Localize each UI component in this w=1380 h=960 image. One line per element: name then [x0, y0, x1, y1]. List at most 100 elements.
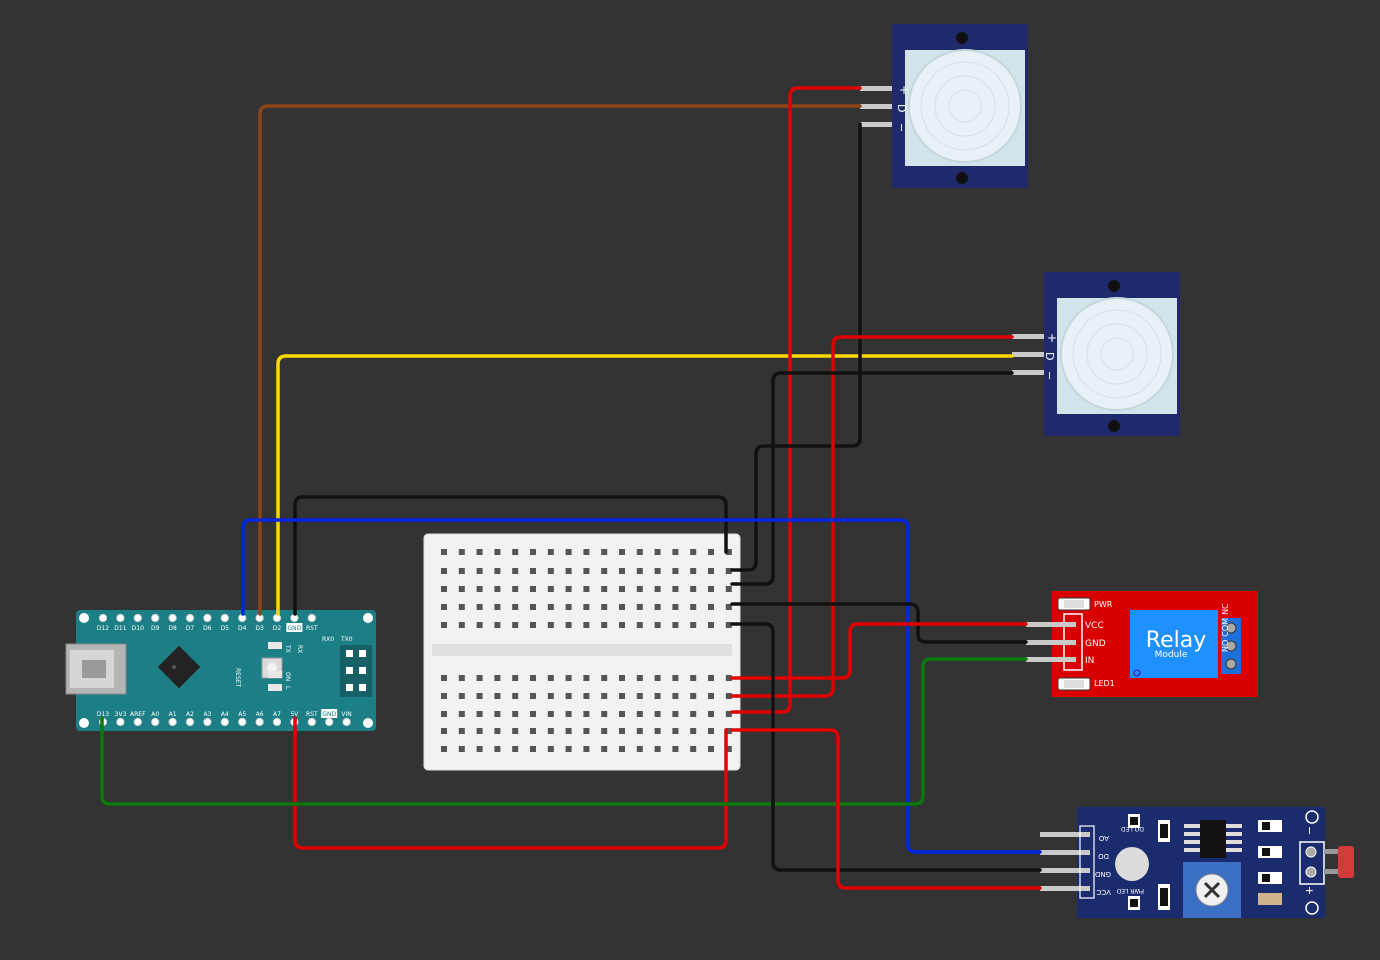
breadboard-hole[interactable]	[441, 549, 447, 555]
breadboard-hole[interactable]	[636, 675, 643, 681]
breadboard-hole[interactable]	[654, 622, 661, 628]
breadboard-hole[interactable]	[636, 622, 643, 628]
nano-pin-aref[interactable]	[133, 717, 142, 727]
breadboard-hole[interactable]	[672, 549, 679, 555]
breadboard-hole[interactable]	[690, 693, 697, 699]
breadboard-hole[interactable]	[583, 622, 590, 628]
light-sensor-pin-vcc[interactable]	[1040, 886, 1090, 891]
breadboard-hole[interactable]	[476, 622, 483, 628]
terminal-screw-no[interactable]	[1225, 622, 1237, 634]
breadboard-hole[interactable]	[654, 568, 661, 574]
breadboard-hole[interactable]	[530, 622, 536, 628]
breadboard-hole[interactable]	[458, 622, 465, 628]
nano-pin-a1[interactable]	[168, 717, 177, 727]
breadboard-hole[interactable]	[583, 746, 590, 752]
breadboard-hole[interactable]	[654, 693, 661, 699]
wire-red-pir2-vcc[interactable]	[730, 335, 1014, 698]
breadboard-hole[interactable]	[458, 728, 465, 734]
pir-sensor-1-pin-data[interactable]	[860, 104, 892, 109]
wire-red-light-vcc[interactable]	[730, 728, 1042, 890]
wire-red-5v-to-rail[interactable]	[293, 716, 728, 850]
nano-pin-a0[interactable]	[151, 717, 160, 727]
breadboard-hole[interactable]	[476, 568, 483, 574]
wires[interactable]	[100, 86, 1042, 890]
breadboard-hole[interactable]	[530, 746, 536, 752]
breadboard-hole[interactable]	[672, 675, 679, 681]
relay-pin-in[interactable]	[1026, 657, 1076, 662]
terminal-screw-com[interactable]	[1225, 640, 1237, 652]
breadboard-hole[interactable]	[565, 604, 572, 610]
nano-pin-d11[interactable]	[116, 613, 125, 623]
breadboard-hole[interactable]	[458, 711, 465, 717]
nano-pin-a6[interactable]	[255, 717, 264, 727]
breadboard-hole[interactable]	[530, 568, 536, 574]
wire-black-light-gnd[interactable]	[730, 622, 1042, 872]
pir-sensor-2-pin-gnd[interactable]	[1012, 370, 1044, 375]
breadboard-hole[interactable]	[601, 746, 608, 752]
breadboard-hole[interactable]	[636, 693, 643, 699]
breadboard-hole[interactable]	[690, 746, 697, 752]
breadboard-hole[interactable]	[458, 586, 465, 592]
breadboard-hole[interactable]	[583, 728, 590, 734]
nano-pin-3v3[interactable]	[116, 717, 125, 727]
breadboard-hole[interactable]	[601, 693, 608, 699]
breadboard-hole[interactable]	[547, 675, 554, 681]
breadboard-hole[interactable]	[565, 746, 572, 752]
breadboard-hole[interactable]	[441, 675, 447, 681]
breadboard-hole[interactable]	[601, 728, 608, 734]
breadboard-hole[interactable]	[708, 675, 714, 681]
breadboard-hole[interactable]	[441, 622, 447, 628]
nano-pin-a3[interactable]	[203, 717, 212, 727]
breadboard-hole[interactable]	[565, 568, 572, 574]
breadboard-hole[interactable]	[530, 711, 536, 717]
breadboard-hole[interactable]	[565, 711, 572, 717]
breadboard-hole[interactable]	[476, 604, 483, 610]
breadboard-hole[interactable]	[458, 675, 465, 681]
breadboard-hole[interactable]	[512, 622, 519, 628]
breadboard-hole[interactable]	[512, 568, 519, 574]
breadboard-hole[interactable]	[654, 746, 661, 752]
wire-yellow-pir2-data-to-d2[interactable]	[276, 354, 1014, 616]
breadboard-hole[interactable]	[601, 568, 608, 574]
breadboard-hole[interactable]	[636, 711, 643, 717]
breadboard-hole[interactable]	[672, 604, 679, 610]
breadboard-hole[interactable]	[725, 586, 732, 592]
breadboard-hole[interactable]	[512, 693, 519, 699]
breadboard-hole[interactable]	[708, 549, 714, 555]
nano-pin-vin[interactable]	[342, 717, 351, 727]
breadboard-hole[interactable]	[547, 568, 554, 574]
wire-black-pir1-gnd[interactable]	[730, 122, 862, 572]
pir-sensor-2-pin-vcc[interactable]	[1012, 334, 1044, 339]
breadboard-hole[interactable]	[583, 568, 590, 574]
breadboard-hole[interactable]	[725, 604, 732, 610]
breadboard-hole[interactable]	[512, 728, 519, 734]
breadboard-hole[interactable]	[725, 728, 732, 734]
breadboard-hole[interactable]	[476, 711, 483, 717]
breadboard-hole[interactable]	[441, 586, 447, 592]
breadboard-hole[interactable]	[725, 549, 732, 555]
breadboard-hole[interactable]	[601, 622, 608, 628]
breadboard-hole[interactable]	[601, 711, 608, 717]
breadboard-hole[interactable]	[690, 675, 697, 681]
breadboard-hole[interactable]	[601, 586, 608, 592]
nano-pin-a5[interactable]	[238, 717, 247, 727]
breadboard-hole[interactable]	[725, 711, 732, 717]
breadboard-hole[interactable]	[458, 604, 465, 610]
breadboard-hole[interactable]	[690, 586, 697, 592]
breadboard-hole[interactable]	[636, 728, 643, 734]
breadboard-hole[interactable]	[530, 586, 536, 592]
terminal-screw-nc[interactable]	[1225, 658, 1237, 670]
breadboard-hole[interactable]	[636, 604, 643, 610]
breadboard-holes[interactable]	[441, 549, 732, 752]
breadboard-hole[interactable]	[690, 549, 697, 555]
breadboard-hole[interactable]	[708, 746, 714, 752]
breadboard-hole[interactable]	[583, 675, 590, 681]
pir-sensor-1[interactable]: + D −	[860, 24, 1028, 188]
breadboard-hole[interactable]	[512, 675, 519, 681]
breadboard-hole[interactable]	[494, 728, 501, 734]
breadboard-hole[interactable]	[476, 746, 483, 752]
nano-pin-d5[interactable]	[220, 613, 229, 623]
breadboard-hole[interactable]	[619, 746, 625, 752]
breadboard-hole[interactable]	[547, 622, 554, 628]
